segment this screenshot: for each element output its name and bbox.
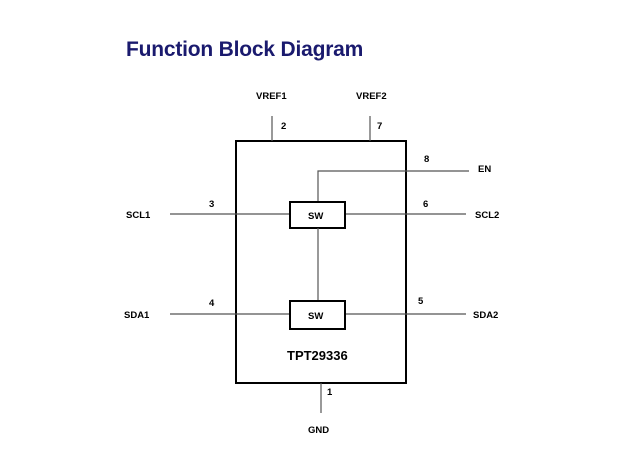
gnd-number: 1 [327,387,333,398]
diagram-title: Function Block Diagram [126,38,364,61]
vref1-label: VREF1 [256,91,287,102]
vref2-label: VREF2 [356,91,387,102]
switch-bottom [289,300,346,330]
sda1-label: SDA1 [124,310,150,321]
switch-top-label: SW [308,211,323,222]
sda2-label: SDA2 [473,310,498,321]
en-number: 8 [424,154,429,165]
vref2-number: 7 [377,121,382,132]
sda2-number: 5 [418,296,424,307]
vref1-number: 2 [281,121,286,132]
scl2-label: SCL2 [475,210,499,221]
scl2-number: 6 [423,199,428,210]
scl1-number: 3 [209,199,214,210]
gnd-label: GND [308,425,329,436]
en-label: EN [478,164,491,175]
chip-name: TPT29336 [287,348,348,363]
chip-outline [235,140,407,384]
switch-bottom-label: SW [308,311,323,322]
en-wire [317,170,469,202]
sda1-number: 4 [209,298,215,309]
scl1-label: SCL1 [126,210,151,221]
